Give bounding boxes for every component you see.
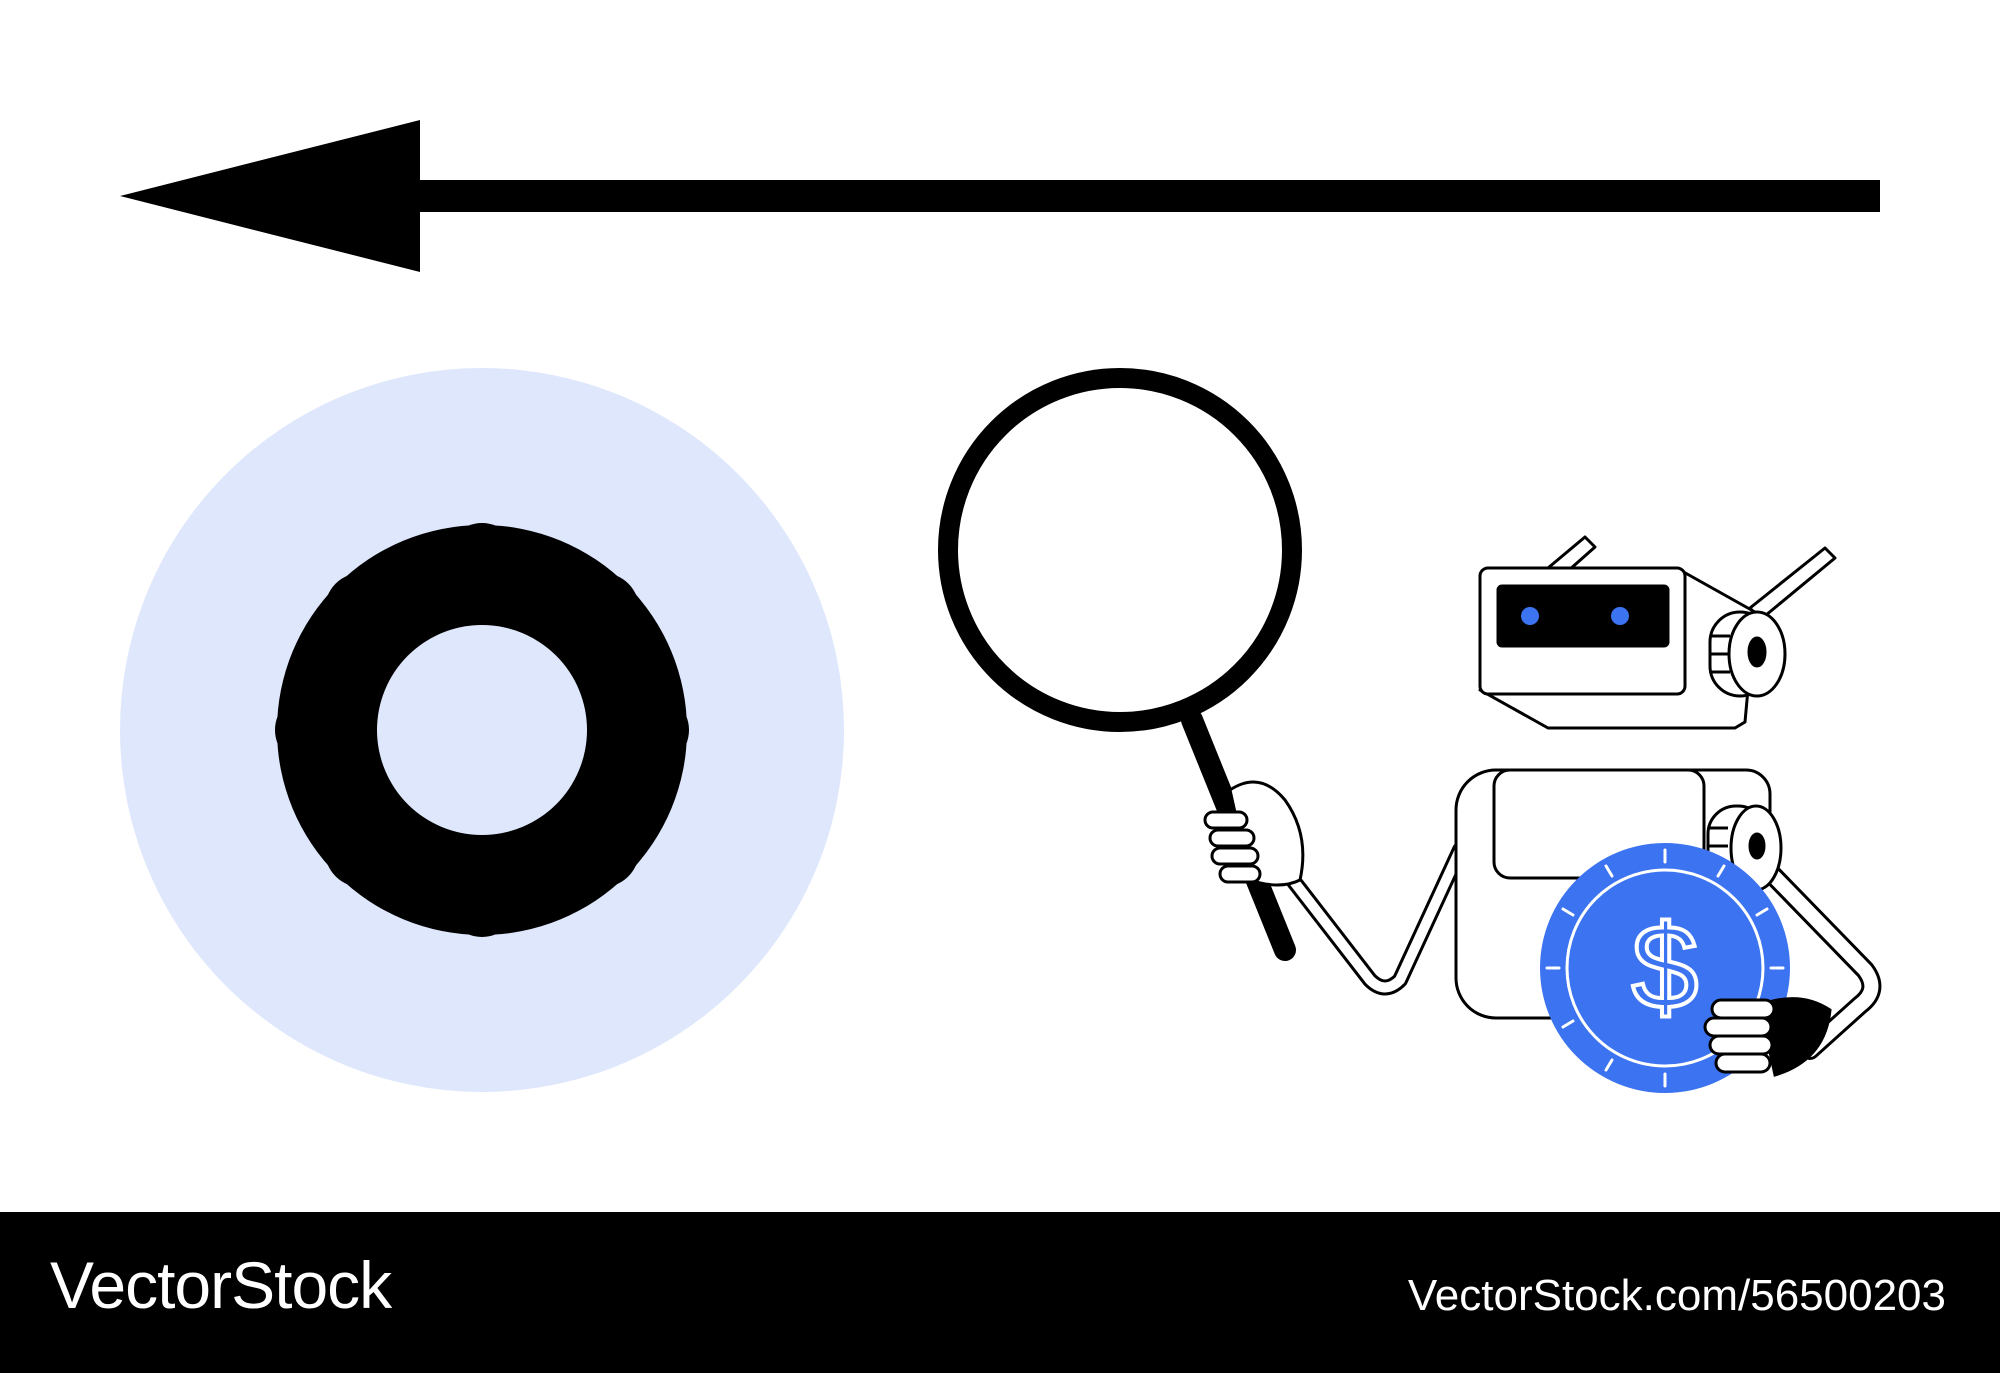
robot-visor <box>1496 584 1670 648</box>
robot-hand-right <box>1703 997 1832 1077</box>
brand-logo: VectorStock <box>50 1248 392 1322</box>
robot-eye-right <box>1611 607 1629 625</box>
gear-icon <box>275 523 689 937</box>
illustration-canvas: $ <box>120 120 1882 1093</box>
magnifying-glass-icon <box>938 368 1302 961</box>
watermark-footer: VectorStock VectorStock.com/56500203 <box>0 1212 2000 1373</box>
left-arrow-icon <box>120 120 1880 272</box>
robot-eye-left <box>1521 607 1539 625</box>
gear-badge <box>120 368 844 1092</box>
image-url: VectorStock.com/56500203 <box>1407 1271 1946 1320</box>
robot-hand-left <box>1203 780 1305 887</box>
dollar-symbol: $ <box>1632 900 1699 1034</box>
